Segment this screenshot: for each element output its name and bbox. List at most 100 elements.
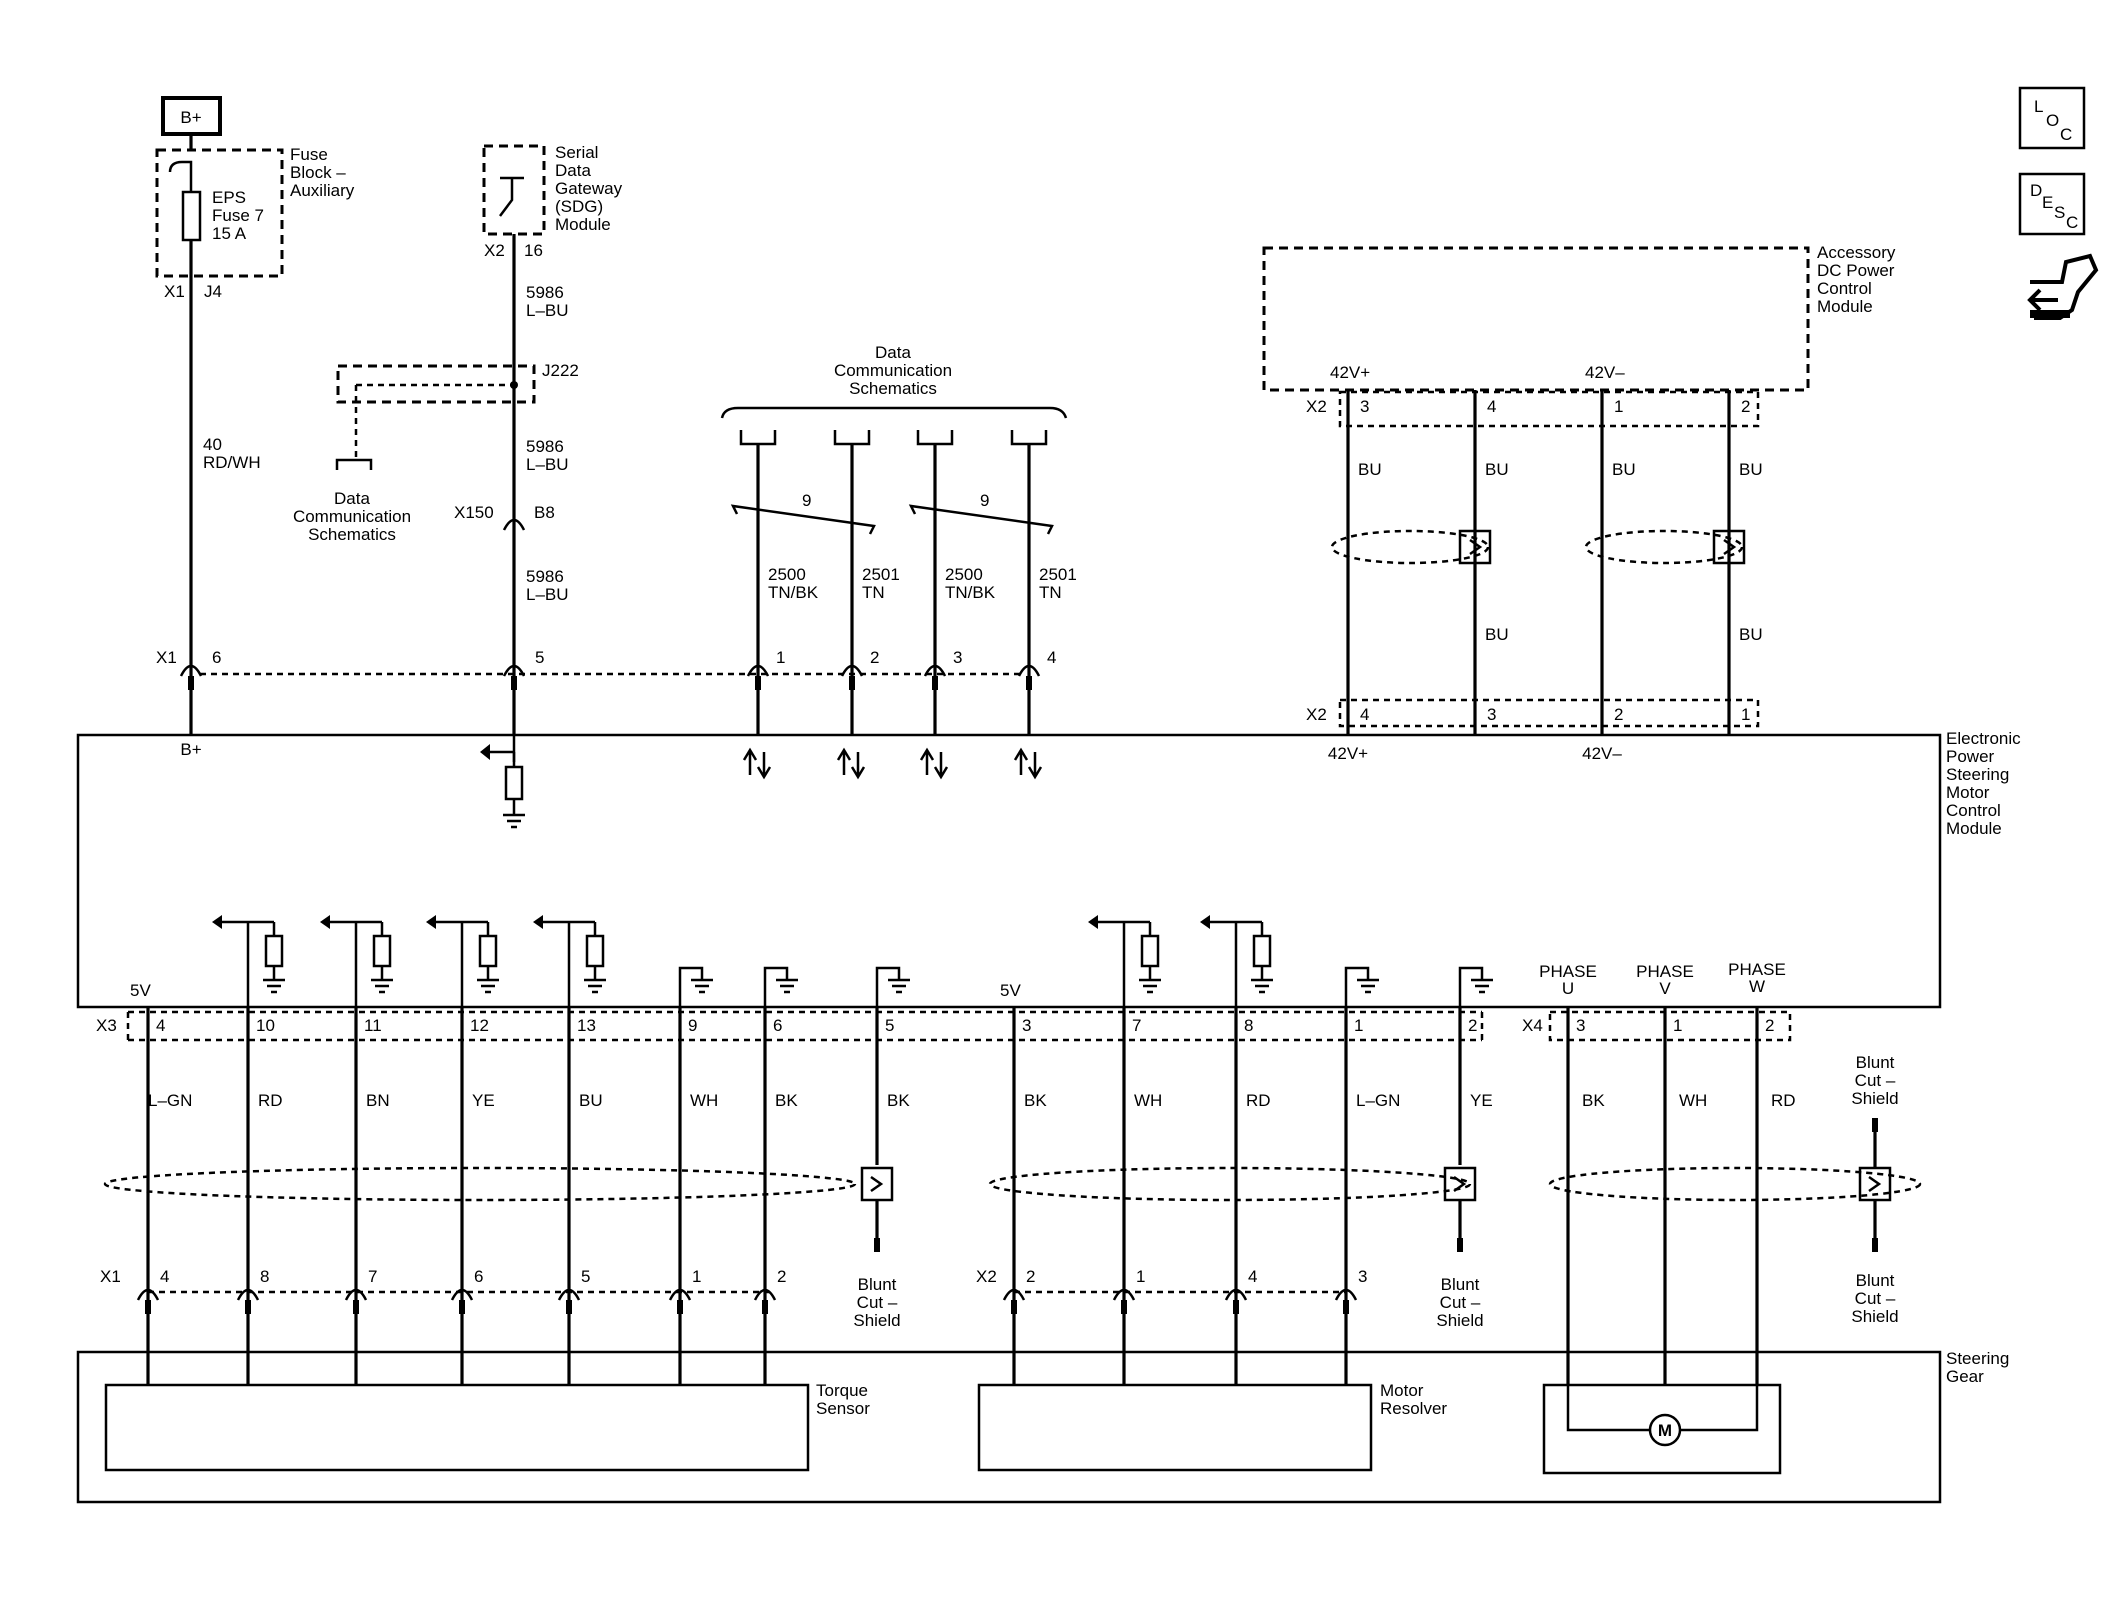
- svg-text:Sensor: Sensor: [816, 1399, 870, 1418]
- svg-text:E: E: [2042, 193, 2053, 212]
- svg-text:PHASE: PHASE: [1728, 960, 1786, 979]
- x3-wire-color: RD: [258, 1091, 283, 1110]
- svg-text:L: L: [2034, 97, 2043, 116]
- svg-text:Electronic: Electronic: [1946, 729, 2021, 748]
- svg-text:4: 4: [1360, 705, 1369, 724]
- svg-text:Module: Module: [1946, 819, 2002, 838]
- svg-text:X2: X2: [1306, 397, 1327, 416]
- svg-text:2: 2: [1741, 397, 1750, 416]
- x3-pin: 6: [773, 1016, 782, 1035]
- fuse-block: Fuse Block – Auxiliary EPS Fuse 7 15 A: [155, 134, 355, 278]
- x3-pin: 10: [256, 1016, 275, 1035]
- svg-text:9: 9: [802, 491, 811, 510]
- svg-text:Module: Module: [555, 215, 611, 234]
- svg-text:4: 4: [1047, 648, 1056, 667]
- resolver-pin: 4: [1248, 1267, 1257, 1286]
- steering-gear: Steering Gear Torque Sensor Motor Resolv…: [76, 1349, 2009, 1504]
- svg-text:W: W: [1749, 977, 1765, 996]
- pullup-resistor: [264, 934, 284, 968]
- svg-text:5V: 5V: [1000, 981, 1021, 1000]
- svg-text:PHASE: PHASE: [1539, 962, 1597, 981]
- inline-terminal: [450, 1288, 474, 1301]
- bplus-wire-color: RD/WH: [203, 453, 261, 472]
- svg-text:J222: J222: [542, 361, 579, 380]
- torque-pin: 1: [692, 1267, 701, 1286]
- svg-text:Torque: Torque: [816, 1381, 868, 1400]
- svg-text:Cut –: Cut –: [1855, 1071, 1896, 1090]
- loc-icon[interactable]: L O C: [2018, 86, 2086, 150]
- svg-text:X2: X2: [1306, 705, 1327, 724]
- svg-text:U: U: [1562, 979, 1574, 998]
- x3-wire-color: YE: [1470, 1091, 1493, 1110]
- svg-text:42V–: 42V–: [1585, 363, 1625, 382]
- svg-text:2: 2: [1614, 705, 1623, 724]
- svg-text:6: 6: [212, 648, 221, 667]
- eps-top-connector: X1 6 5 1 2 3 4: [156, 648, 1056, 690]
- inline-terminal: [236, 1288, 260, 1301]
- svg-text:BU: BU: [1485, 460, 1509, 479]
- x3-wire-color: BU: [579, 1091, 603, 1110]
- svg-text:Schematics: Schematics: [308, 525, 396, 544]
- svg-text:16: 16: [524, 241, 543, 260]
- svg-text:3: 3: [1360, 397, 1369, 416]
- data-comm-bus: Data Communication Schematics 9 9 2500 T…: [720, 343, 1077, 735]
- shield-ellipse: [103, 1166, 857, 1202]
- inline-terminal: [1224, 1288, 1248, 1301]
- bplus-source: B+: [161, 96, 222, 136]
- x4-pin: 2: [1765, 1016, 1774, 1035]
- pullup-arrow: [533, 915, 543, 929]
- x3-wire-color: BK: [887, 1091, 910, 1110]
- x4-wire-color: WH: [1679, 1091, 1707, 1110]
- shield-label-2: Cut –: [1440, 1293, 1481, 1312]
- bidir-arrows: [742, 747, 1043, 780]
- shield-ellipse: [1548, 1166, 1922, 1202]
- fuse-pin: J4: [204, 282, 222, 301]
- x3-wire-color: BK: [1024, 1091, 1047, 1110]
- svg-text:Steering: Steering: [1946, 1349, 2009, 1368]
- fuse-block-label-3: Auxiliary: [290, 181, 355, 200]
- pullup-arrow: [1200, 915, 1210, 929]
- inline-terminal: [1002, 1288, 1026, 1301]
- svg-text:C: C: [2066, 213, 2078, 232]
- resolver-conn: X2: [976, 1267, 997, 1286]
- torque-pin: 6: [474, 1267, 483, 1286]
- fuse-conn: X1: [164, 282, 185, 301]
- connector-icon[interactable]: [2027, 253, 2099, 320]
- desc-icon[interactable]: D E S C: [2018, 172, 2086, 236]
- x4-pin: 1: [1673, 1016, 1682, 1035]
- svg-text:X2: X2: [484, 241, 505, 260]
- svg-text:D: D: [2030, 181, 2042, 200]
- fuse-block-label-2: Block –: [290, 163, 346, 182]
- svg-text:Data: Data: [875, 343, 911, 362]
- svg-text:5986: 5986: [526, 567, 564, 586]
- bplus-tag: B+: [180, 108, 201, 127]
- svg-text:5986: 5986: [526, 437, 564, 456]
- svg-text:42V+: 42V+: [1328, 744, 1368, 763]
- svg-text:L–BU: L–BU: [526, 455, 569, 474]
- svg-text:Blunt: Blunt: [1856, 1271, 1895, 1290]
- shield-label-2: Cut –: [857, 1293, 898, 1312]
- svg-text:5: 5: [535, 648, 544, 667]
- svg-text:1: 1: [1614, 397, 1623, 416]
- svg-text:3: 3: [1487, 705, 1496, 724]
- inline-terminal: [1112, 1288, 1136, 1301]
- svg-text:C: C: [2060, 125, 2072, 144]
- svg-text:BU: BU: [1739, 625, 1763, 644]
- motor-resolver: [977, 1383, 1373, 1472]
- torque-pin: 7: [368, 1267, 377, 1286]
- resolver-pin: 3: [1358, 1267, 1367, 1286]
- x3-wire-color: BK: [775, 1091, 798, 1110]
- inline-terminal: [668, 1288, 692, 1301]
- inline-terminal: [344, 1288, 368, 1301]
- inline-terminal: [557, 1288, 581, 1301]
- svg-text:2501: 2501: [1039, 565, 1077, 584]
- x3-pin: 3: [1022, 1016, 1031, 1035]
- inline-terminal: [136, 1288, 160, 1301]
- svg-text:(SDG): (SDG): [555, 197, 603, 216]
- svg-text:Gear: Gear: [1946, 1367, 1984, 1386]
- x3-wire-color: YE: [472, 1091, 495, 1110]
- inline-terminal: [753, 1288, 777, 1301]
- svg-text:Communication: Communication: [293, 507, 411, 526]
- svg-text:Serial: Serial: [555, 143, 598, 162]
- svg-text:BU: BU: [1612, 460, 1636, 479]
